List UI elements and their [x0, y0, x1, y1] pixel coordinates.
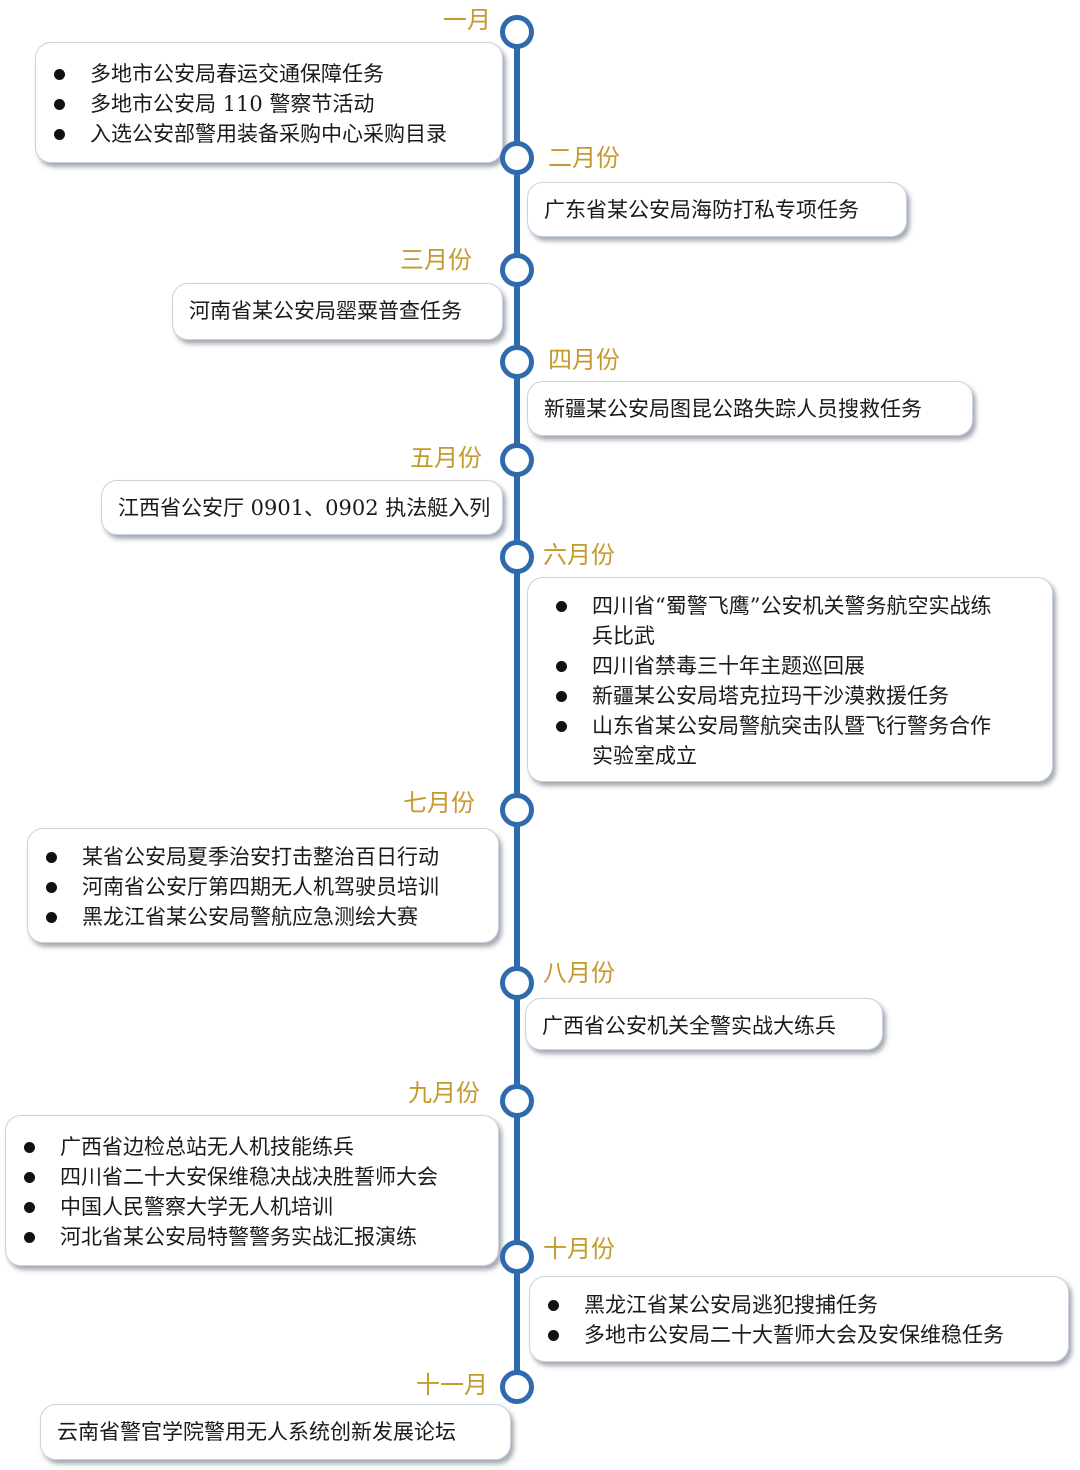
- timeline-node-icon: [500, 15, 534, 49]
- event-text: 中国人民警察大学无人机培训: [60, 1194, 333, 1219]
- event-text: 多地市公安局春运交通保障任务: [90, 61, 384, 86]
- event-box: 云南省警官学院警用无人系统创新发展论坛: [40, 1404, 511, 1460]
- bullet-icon: [556, 720, 567, 732]
- event-text: 多地市公安局 110 警察节活动: [90, 91, 375, 116]
- event-box: 某省公安局夏季治安打击整治百日行动河南省公安厅第四期无人机驾驶员培训黑龙江省某公…: [27, 828, 499, 943]
- event-text: 四川省“蜀警飞鹰”公安机关警务航空实战练兵比武: [592, 593, 992, 648]
- event-item: 中国人民警察大学无人机培训: [6, 1192, 498, 1222]
- event-text: 黑龙江省某公安局警航应急测绘大赛: [82, 904, 418, 929]
- timeline-node-icon: [500, 141, 534, 175]
- event-text: 入选公安部警用装备采购中心采购目录: [90, 121, 447, 146]
- bullet-icon: [548, 1300, 559, 1311]
- bullet-icon: [46, 881, 57, 893]
- event-box: 黑龙江省某公安局逃犯搜捕任务多地市公安局二十大誓师大会及安保维稳任务: [529, 1276, 1069, 1362]
- event-text: 河南省公安厅第四期无人机驾驶员培训: [82, 874, 439, 899]
- bullet-icon: [54, 128, 65, 140]
- timeline-node-icon: [500, 1370, 534, 1404]
- event-item: 黑龙江省某公安局逃犯搜捕任务: [530, 1290, 1068, 1320]
- event-text: 广西省公安机关全警实战大练兵: [542, 1014, 836, 1038]
- bullet-icon: [556, 660, 567, 672]
- timeline-node-icon: [500, 1240, 534, 1274]
- bullet-icon: [46, 851, 57, 863]
- timeline-node-icon: [500, 345, 534, 379]
- bullet-icon: [556, 600, 567, 612]
- event-text: 某省公安局夏季治安打击整治百日行动: [82, 844, 439, 869]
- timeline-node-icon: [500, 793, 534, 827]
- month-label: 二月份: [548, 144, 620, 172]
- event-text: 黑龙江省某公安局逃犯搜捕任务: [584, 1293, 878, 1317]
- month-label: 一月: [443, 6, 491, 34]
- month-label: 十一月: [416, 1371, 488, 1399]
- event-item: 多地市公安局二十大誓师大会及安保维稳任务: [530, 1320, 1068, 1350]
- event-list: 某省公安局夏季治安打击整治百日行动河南省公安厅第四期无人机驾驶员培训黑龙江省某公…: [28, 842, 498, 932]
- event-item: 河北省某公安局特警警务实战汇报演练: [6, 1222, 498, 1252]
- month-label: 五月份: [410, 444, 482, 472]
- bullet-icon: [24, 1141, 35, 1153]
- event-list: 多地市公安局春运交通保障任务多地市公安局 110 警察节活动入选公安部警用装备采…: [36, 59, 502, 149]
- event-item: 四川省禁毒三十年主题巡回展: [538, 651, 1008, 681]
- event-list: 四川省“蜀警飞鹰”公安机关警务航空实战练兵比武四川省禁毒三十年主题巡回展新疆某公…: [538, 591, 1008, 771]
- event-box: 多地市公安局春运交通保障任务多地市公安局 110 警察节活动入选公安部警用装备采…: [35, 42, 503, 163]
- event-list: 黑龙江省某公安局逃犯搜捕任务多地市公安局二十大誓师大会及安保维稳任务: [530, 1290, 1068, 1350]
- event-box: 广西省公安机关全警实战大练兵: [525, 998, 883, 1050]
- event-item: 新疆某公安局塔克拉玛干沙漠救援任务: [538, 681, 1008, 711]
- event-text: 云南省警官学院警用无人系统创新发展论坛: [57, 1420, 456, 1444]
- event-item: 广西省边检总站无人机技能练兵: [6, 1132, 498, 1162]
- event-box: 江西省公安厅 0901、0902 执法艇入列: [101, 480, 503, 535]
- event-item: 山东省某公安局警航突击队暨飞行警务合作实验室成立: [538, 711, 1008, 771]
- month-label: 七月份: [403, 789, 475, 817]
- event-item: 黑龙江省某公安局警航应急测绘大赛: [28, 902, 498, 932]
- month-label: 九月份: [408, 1079, 480, 1107]
- bullet-icon: [54, 98, 65, 110]
- event-text: 多地市公安局二十大誓师大会及安保维稳任务: [584, 1323, 1004, 1347]
- event-item: 四川省二十大安保维稳决战决胜誓师大会: [6, 1162, 498, 1192]
- event-item: 某省公安局夏季治安打击整治百日行动: [28, 842, 498, 872]
- event-text: 江西省公安厅 0901、0902 执法艇入列: [118, 496, 491, 520]
- bullet-icon: [54, 68, 65, 80]
- event-text: 广东省某公安局海防打私专项任务: [544, 198, 859, 222]
- event-text: 河南省某公安局罂粟普查任务: [189, 299, 462, 323]
- event-text: 四川省二十大安保维稳决战决胜誓师大会: [60, 1164, 438, 1189]
- timeline-node-icon: [500, 540, 534, 574]
- timeline-node-icon: [500, 1084, 534, 1118]
- month-label: 十月份: [543, 1235, 615, 1263]
- month-label: 八月份: [543, 959, 615, 987]
- event-text: 广西省边检总站无人机技能练兵: [60, 1134, 354, 1159]
- month-label: 四月份: [548, 346, 620, 374]
- timeline-node-icon: [500, 253, 534, 287]
- bullet-icon: [24, 1231, 35, 1243]
- event-text: 四川省禁毒三十年主题巡回展: [592, 653, 865, 678]
- bullet-icon: [556, 690, 567, 702]
- month-label: 三月份: [400, 246, 472, 274]
- event-text: 新疆某公安局图昆公路失踪人员搜救任务: [544, 397, 922, 421]
- timeline-axis: [514, 32, 520, 1388]
- bullet-icon: [24, 1171, 35, 1183]
- event-box: 新疆某公安局图昆公路失踪人员搜救任务: [527, 381, 973, 436]
- timeline-node-icon: [500, 966, 534, 1000]
- event-item: 多地市公安局春运交通保障任务: [36, 59, 502, 89]
- event-box: 广东省某公安局海防打私专项任务: [527, 182, 907, 237]
- event-text: 山东省某公安局警航突击队暨飞行警务合作实验室成立: [592, 713, 991, 768]
- event-text: 河北省某公安局特警警务实战汇报演练: [60, 1224, 417, 1249]
- bullet-icon: [24, 1201, 35, 1213]
- event-item: 多地市公安局 110 警察节活动: [36, 89, 502, 119]
- bullet-icon: [548, 1330, 559, 1341]
- event-list: 广西省边检总站无人机技能练兵四川省二十大安保维稳决战决胜誓师大会中国人民警察大学…: [6, 1132, 498, 1252]
- event-item: 入选公安部警用装备采购中心采购目录: [36, 119, 502, 149]
- event-box: 广西省边检总站无人机技能练兵四川省二十大安保维稳决战决胜誓师大会中国人民警察大学…: [5, 1115, 499, 1266]
- event-box: 河南省某公安局罂粟普查任务: [172, 283, 503, 340]
- bullet-icon: [46, 911, 57, 923]
- timeline-node-icon: [500, 443, 534, 477]
- month-label: 六月份: [543, 541, 615, 569]
- event-box: 四川省“蜀警飞鹰”公安机关警务航空实战练兵比武四川省禁毒三十年主题巡回展新疆某公…: [527, 577, 1053, 782]
- event-text: 新疆某公安局塔克拉玛干沙漠救援任务: [592, 683, 949, 708]
- event-item: 河南省公安厅第四期无人机驾驶员培训: [28, 872, 498, 902]
- event-item: 四川省“蜀警飞鹰”公安机关警务航空实战练兵比武: [538, 591, 1008, 651]
